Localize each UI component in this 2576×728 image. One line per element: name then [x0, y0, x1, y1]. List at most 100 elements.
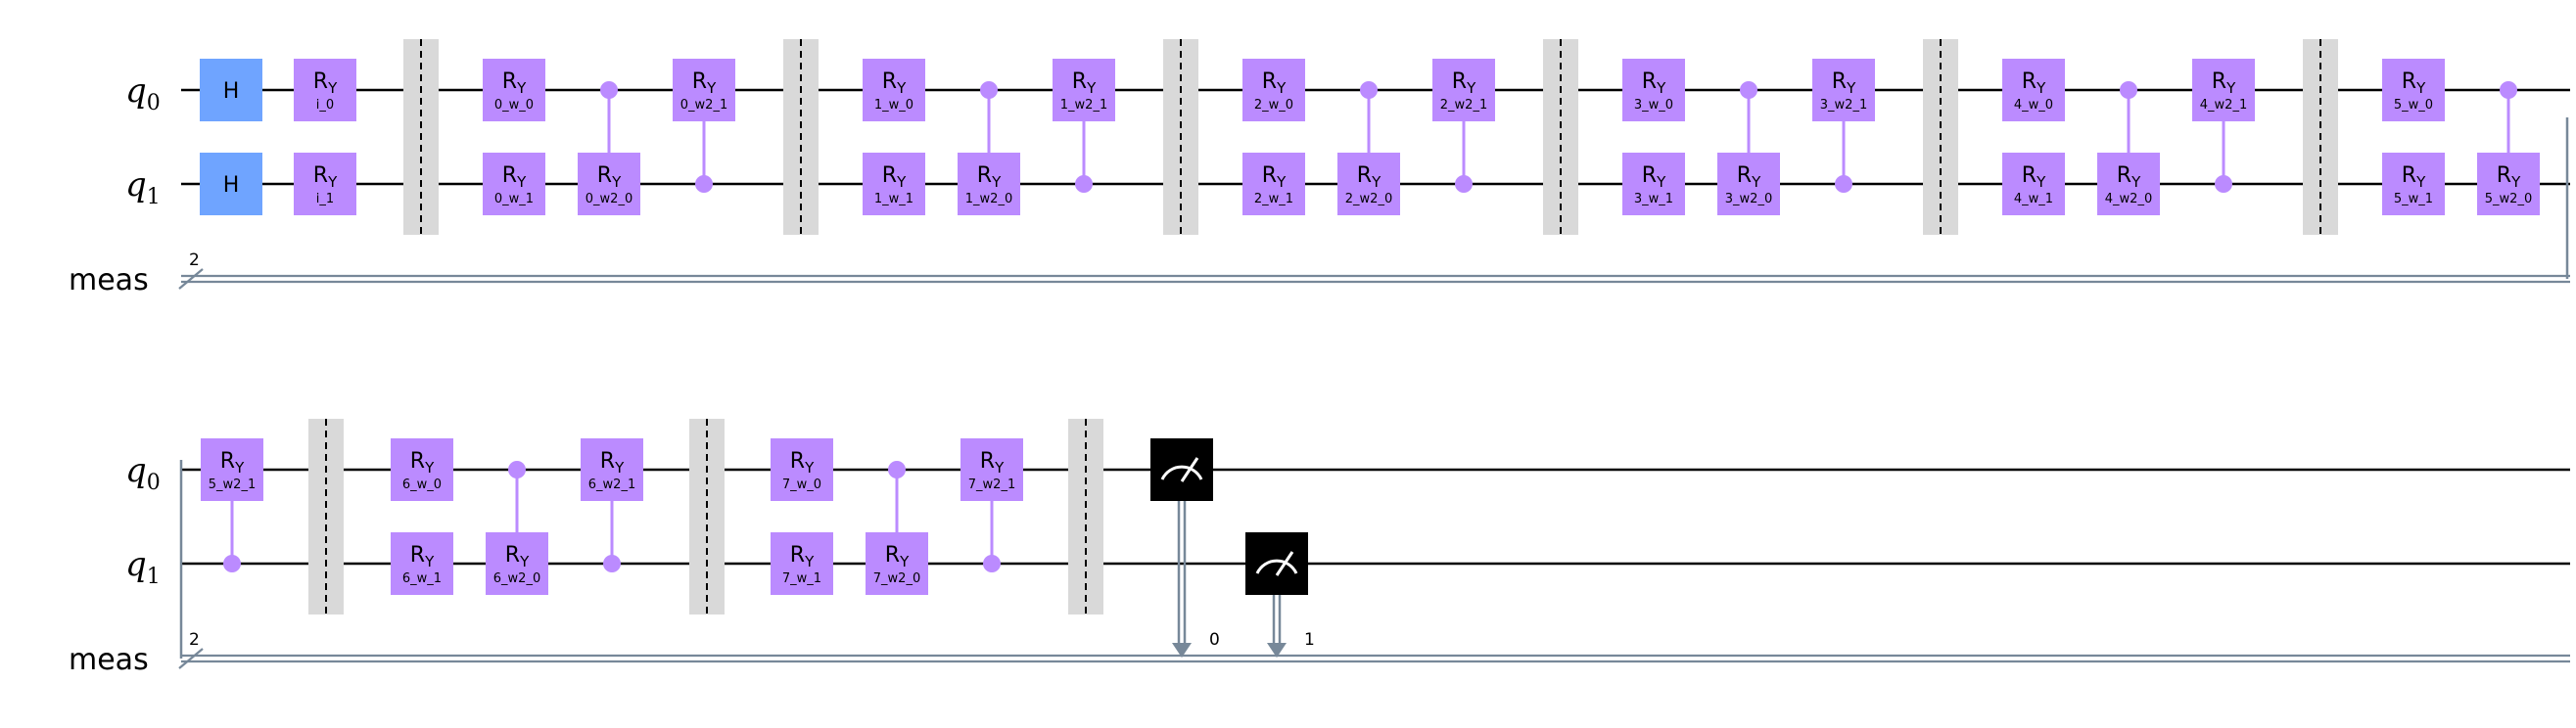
- ry-gate-label-main: R: [1737, 163, 1752, 188]
- h-gate: H: [200, 59, 262, 121]
- ry-gate-param: 2_w_1: [1254, 192, 1293, 206]
- ry-gate-label-main: R: [2497, 163, 2511, 188]
- ry-gate-param: 6_w2_0: [493, 571, 540, 586]
- barrier: [1543, 39, 1578, 235]
- qubit-label-q1: q1: [125, 545, 161, 589]
- ry-gate-box: [771, 532, 833, 595]
- ry-gate-label-main: R: [882, 69, 897, 94]
- ry-gate-label-sub: Y: [1086, 79, 1097, 97]
- ry-gate-label-main: R: [692, 69, 707, 94]
- controlled-ry-gate-w2-1: RY1_w2_1: [1053, 59, 1115, 121]
- qubit-label-index: 0: [147, 91, 161, 115]
- ry-gate-label: RY: [2402, 69, 2426, 97]
- qubit-label-name: q: [125, 545, 147, 584]
- classical-bus-slash: [178, 648, 204, 669]
- controlled-connection: [603, 501, 621, 572]
- controlled-ry-gate-w2-0: RY2_w2_0: [1337, 153, 1400, 215]
- ry-gate-box: [1812, 59, 1875, 121]
- ry-gate-label-sub: Y: [424, 459, 435, 477]
- controlled-connection: [2500, 81, 2517, 153]
- ry-gate-label-main: R: [502, 69, 517, 94]
- qubit-label-q1: q1: [125, 165, 161, 209]
- ry-gate-label-sub: Y: [611, 173, 622, 191]
- barrier: [1163, 39, 1198, 235]
- ry-gate-label-main: R: [1642, 69, 1657, 94]
- ry-gate-label: RY: [882, 163, 907, 191]
- controlled-connection: [983, 501, 1001, 572]
- ry-gate-label-sub: Y: [804, 553, 815, 570]
- measure-box: [1150, 438, 1213, 501]
- ry-gate-param: 0_w2_1: [680, 98, 727, 113]
- control-dot: [888, 461, 906, 478]
- ry-gate-box: [483, 59, 545, 121]
- control-dot: [508, 461, 526, 478]
- ry-gate-box: [1242, 59, 1305, 121]
- ry-gate-input-1: RYi_1: [294, 153, 356, 215]
- qubit-label-q0: q0: [125, 71, 161, 115]
- ry-gate-label-sub: Y: [2131, 173, 2141, 191]
- control-dot: [1360, 81, 1378, 99]
- ry-gate-label-sub: Y: [2225, 79, 2236, 97]
- ry-gate-label-main: R: [885, 543, 900, 568]
- ry-gate-label: RY: [505, 543, 530, 570]
- classical-register-label: meas: [69, 263, 149, 297]
- ry-gate-w0: RY4_w_0: [2002, 59, 2065, 121]
- controlled-connection: [1835, 121, 1852, 193]
- controlled-connection: [508, 461, 526, 532]
- ry-gate-label-main: R: [410, 543, 425, 568]
- ry-gate-label-main: R: [1357, 163, 1372, 188]
- ry-gate-box: [2382, 59, 2445, 121]
- ry-gate-box: [958, 153, 1020, 215]
- ry-gate-label-sub: Y: [1466, 79, 1476, 97]
- ry-gate-label-sub: Y: [1751, 173, 1761, 191]
- measure-gate: 0: [1150, 438, 1220, 658]
- controlled-connection: [980, 81, 998, 153]
- h-gate-box: [200, 153, 262, 215]
- ry-gate-param: 1_w_0: [874, 98, 913, 113]
- ry-gate-label: RY: [220, 449, 245, 477]
- barrier: [1923, 39, 1958, 235]
- barrier: [783, 39, 819, 235]
- ry-gate-label-main: R: [2212, 69, 2226, 94]
- ry-gate-param: 0_w2_0: [585, 192, 632, 206]
- ry-gate-label-sub: Y: [994, 459, 1005, 477]
- ry-gate-label-main: R: [220, 449, 235, 474]
- ry-gate-box: [1717, 153, 1780, 215]
- ry-gate-label-sub: Y: [519, 553, 530, 570]
- ry-gate-label: RY: [2022, 163, 2046, 191]
- ry-gate-box: [483, 153, 545, 215]
- ry-gate-label: RY: [1072, 69, 1097, 97]
- ry-gate-label-sub: Y: [2415, 173, 2426, 191]
- ry-gate-param: 2_w_0: [1254, 98, 1293, 113]
- ry-gate-w0: RY1_w_0: [863, 59, 925, 121]
- ry-gate-label-sub: Y: [706, 79, 717, 97]
- control-dot: [1075, 175, 1093, 193]
- ry-gate-label-sub: Y: [899, 553, 910, 570]
- ry-gate-box: [960, 438, 1023, 501]
- ry-gate-label-main: R: [2117, 163, 2131, 188]
- ry-gate-label: RY: [2212, 69, 2236, 97]
- ry-gate-param: 6_w2_1: [588, 478, 635, 492]
- classical-width-label: 2: [189, 250, 200, 270]
- meter-arc-icon: [1160, 465, 1203, 480]
- controlled-connection: [2120, 81, 2137, 153]
- ry-gate-box: [866, 532, 928, 595]
- ry-gate-label-sub: Y: [2036, 79, 2046, 97]
- ry-gate-label-sub: Y: [614, 459, 625, 477]
- ry-gate-label: RY: [1642, 163, 1666, 191]
- ry-gate-label: RY: [1452, 69, 1476, 97]
- ry-gate-box: [578, 153, 640, 215]
- measure-arrow-icon: [1267, 643, 1287, 658]
- controlled-ry-gate-w2-0: RY7_w2_0: [866, 532, 928, 595]
- controlled-connection: [1360, 81, 1378, 153]
- controlled-ry-gate-w2-1: RY7_w2_1: [960, 438, 1023, 501]
- ry-gate-label: RY: [2022, 69, 2046, 97]
- ry-gate-label-main: R: [1072, 69, 1087, 94]
- controlled-ry-gate-w2-0: RY3_w2_0: [1717, 153, 1780, 215]
- controlled-connection: [1740, 81, 1757, 153]
- ry-gate-param: 4_w_0: [2014, 98, 2053, 113]
- ry-gate-box: [201, 438, 263, 501]
- controlled-ry-gate-w2-1: RY6_w2_1: [581, 438, 643, 501]
- ry-gate-input-0: RYi_0: [294, 59, 356, 121]
- ry-gate-label: RY: [1832, 69, 1856, 97]
